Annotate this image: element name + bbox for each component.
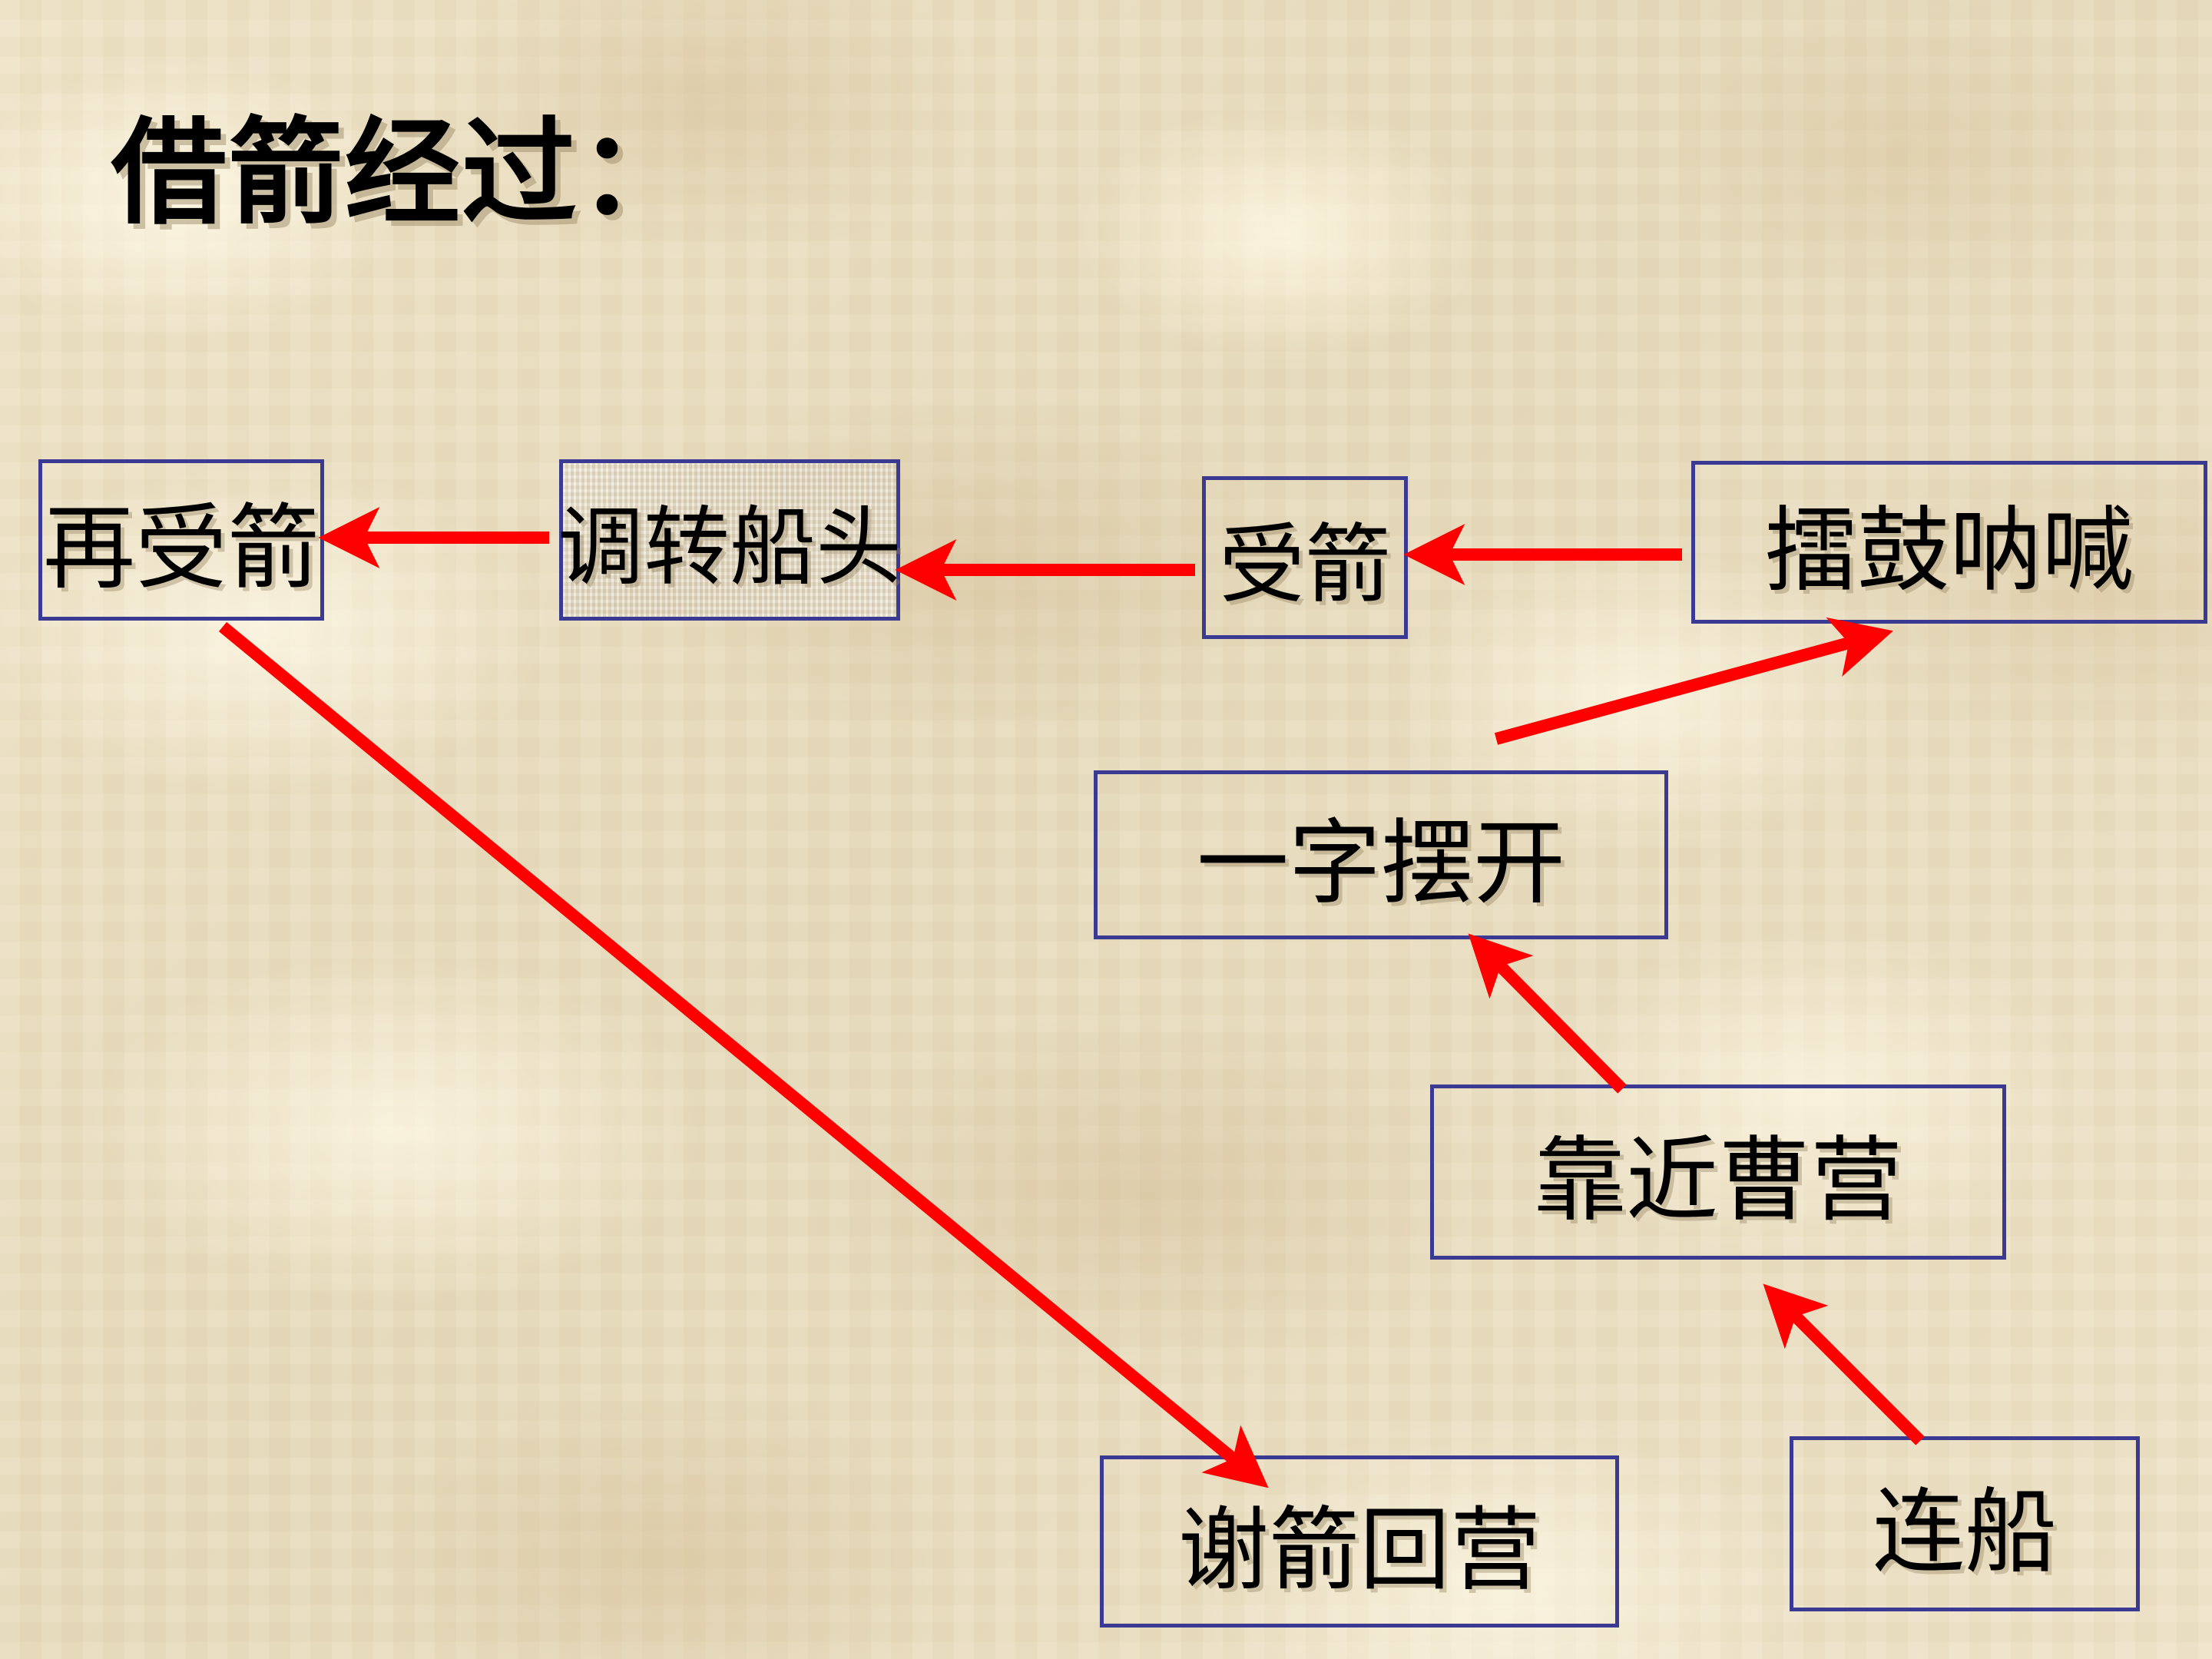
flow-node-diao-zhuan-chuan-tou[interactable]: 调转船头	[558, 459, 902, 621]
arrow-zai-to-xiejian	[218, 621, 1269, 1488]
arrow-lianchuan-to-kaojin	[1763, 1283, 1925, 1445]
flow-node-label: 擂鼓呐喊	[1765, 498, 2134, 604]
flow-node-zai-shou-jian[interactable]: 再受箭	[38, 459, 324, 621]
flow-node-lei-gu-na-han[interactable]: 擂鼓呐喊	[1691, 461, 2207, 624]
flow-node-label: 靠近曹营	[1534, 1128, 1902, 1234]
arrow-yizi-to-lei	[1494, 617, 1893, 745]
page-title: 借箭经过：	[111, 107, 696, 240]
flow-node-label: 受箭	[1219, 515, 1391, 615]
flow-node-xie-jian-hui-ying[interactable]: 谢箭回营	[1100, 1455, 1619, 1628]
flow-node-label: 再受箭	[43, 495, 320, 602]
flow-node-label: 调转船头	[558, 498, 902, 598]
flow-node-yi-zi-bai-kai[interactable]: 一字摆开	[1094, 770, 1668, 939]
flow-node-label: 一字摆开	[1197, 810, 1565, 917]
arrow-kaojin-to-yizi	[1468, 933, 1627, 1094]
flow-node-kao-jin-cao-ying[interactable]: 靠近曹营	[1430, 1084, 2006, 1260]
flow-node-label: 谢箭回营	[1177, 1496, 1541, 1603]
flow-node-label: 连船	[1873, 1479, 2057, 1586]
flow-node-shou-jian[interactable]: 受箭	[1202, 476, 1408, 639]
flow-node-lian-chuan[interactable]: 连船	[1790, 1436, 2140, 1611]
